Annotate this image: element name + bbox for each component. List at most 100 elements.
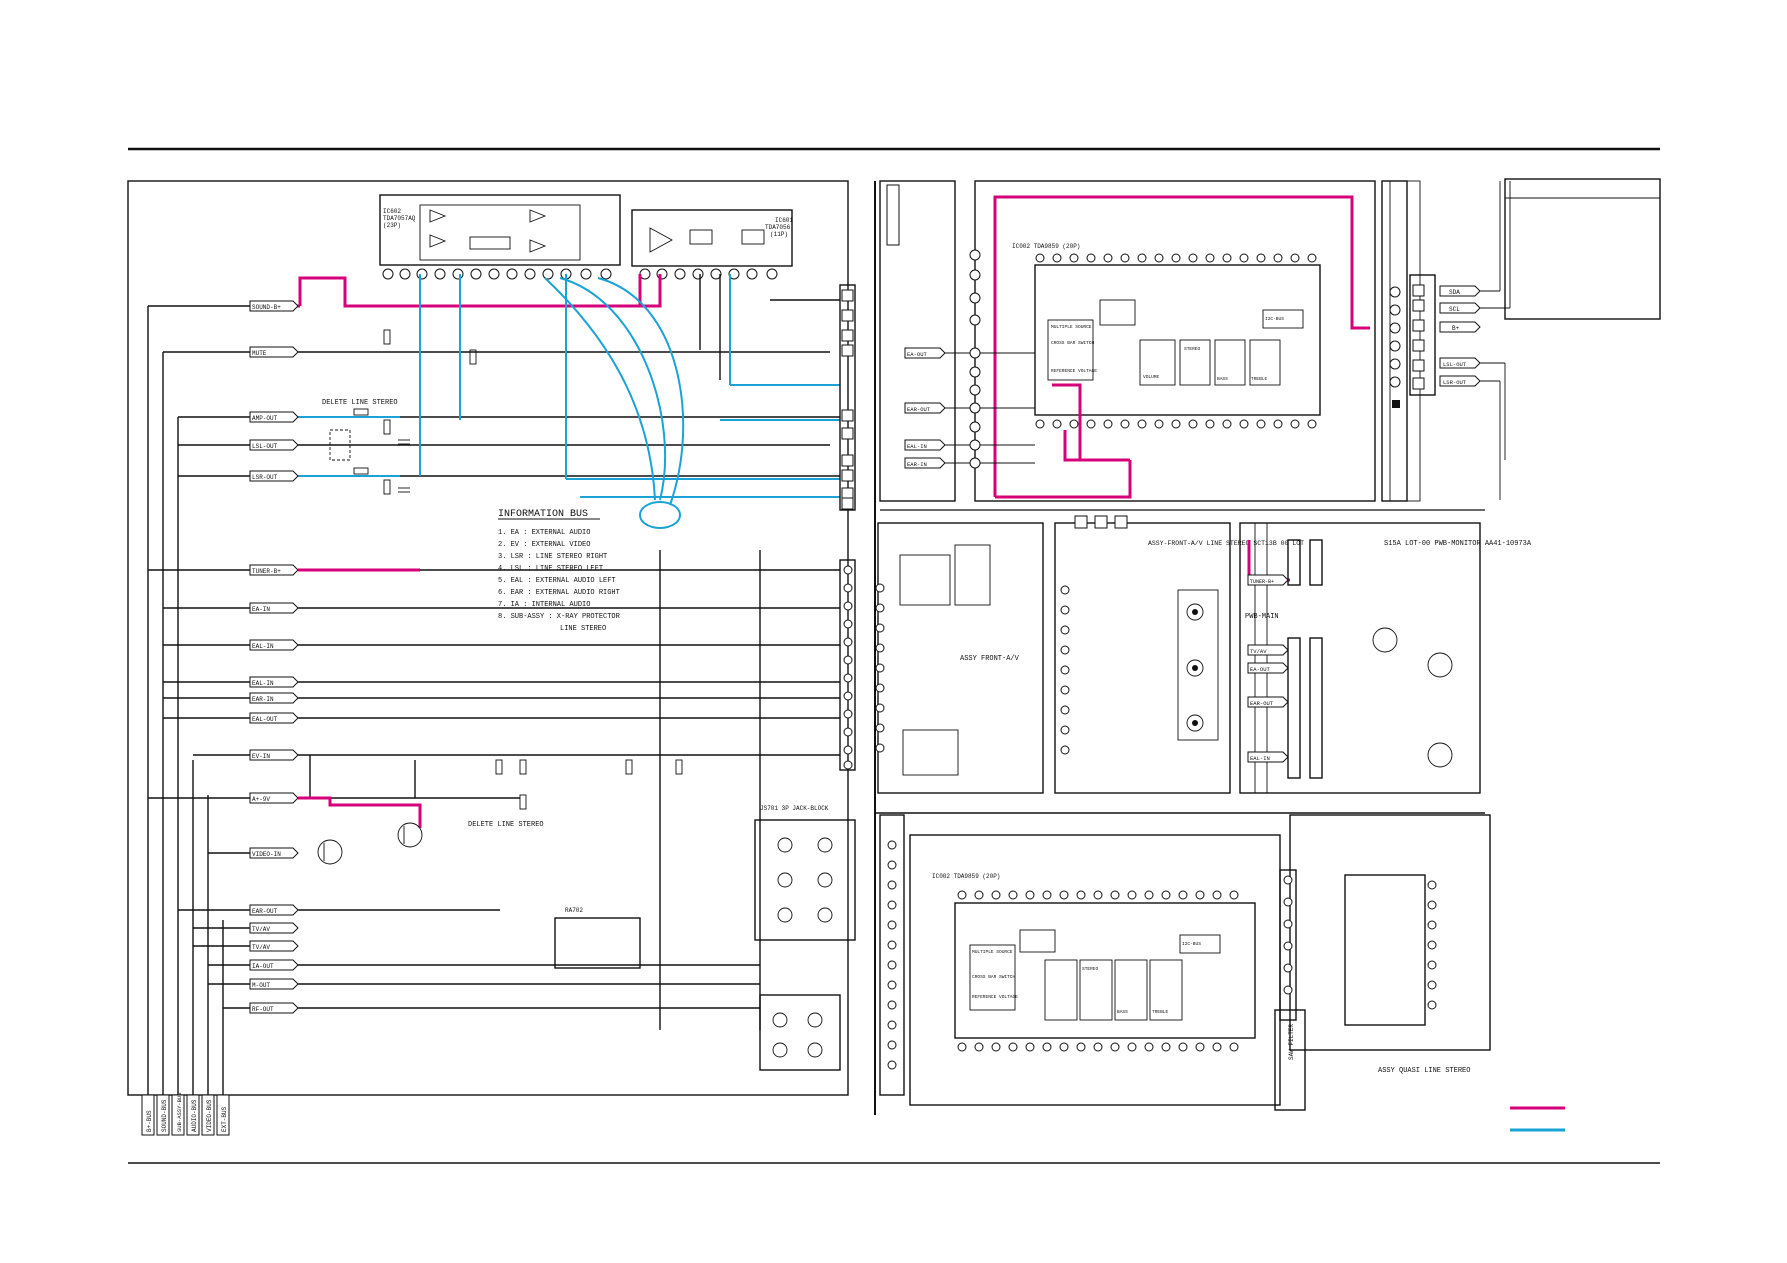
svg-text:EAL-OUT: EAL-OUT — [252, 716, 278, 723]
svg-text:EA-OUT: EA-OUT — [907, 351, 928, 358]
assy-front-av-line-stereo — [1054, 522, 1231, 794]
svg-text:JS701 3P JACK-BLOCK: JS701 3P JACK-BLOCK — [760, 805, 829, 812]
svg-text:I2C-BUS: I2C-BUS — [1182, 941, 1201, 947]
svg-text:RF-OUT: RF-OUT — [252, 1006, 274, 1013]
svg-text:VIDEO-IN: VIDEO-IN — [252, 851, 281, 858]
ic002-top-pins-upper — [1035, 253, 1317, 263]
svg-text:LSL-OUT: LSL-OUT — [252, 443, 278, 450]
svg-text:MUTE: MUTE — [252, 350, 267, 357]
svg-text:ASSY FRONT-A/V: ASSY FRONT-A/V — [960, 655, 1020, 663]
ic602-box — [379, 194, 621, 266]
main-panel-frame — [127, 180, 849, 1096]
saw-filter-box — [1274, 1009, 1306, 1111]
svg-text:LSR-OUT: LSR-OUT — [252, 474, 278, 481]
tag-sound-b: SOUND-B+ — [252, 304, 281, 311]
legend-box — [1504, 178, 1661, 320]
ic002-top-board — [974, 180, 1376, 502]
svg-text:EAR-OUT: EAR-OUT — [252, 908, 278, 915]
svg-text:EAR-OUT: EAR-OUT — [1250, 700, 1274, 707]
cn604-pins — [1412, 284, 1425, 390]
svg-text:MULTIPLE SOURCE: MULTIPLE SOURCE — [972, 949, 1013, 955]
svg-text:LSR-OUT: LSR-OUT — [1443, 379, 1467, 386]
svg-text:SUB-ASSY-BUS: SUB-ASSY-BUS — [176, 1092, 183, 1132]
cn604-connector — [1409, 274, 1436, 396]
svg-text:TREBLE: TREBLE — [1251, 376, 1268, 382]
components-left — [329, 329, 683, 810]
svg-text:7. IA : INTERNAL AUDIO: 7. IA : INTERNAL AUDIO — [498, 601, 590, 609]
front-av-ls-pins — [1060, 585, 1070, 755]
svg-text:EAL-IN: EAL-IN — [907, 443, 927, 450]
svg-text:4. LSL : LINE STEREO LEFT: 4. LSL : LINE STEREO LEFT — [498, 565, 603, 573]
svg-text:EV-IN: EV-IN — [252, 753, 270, 760]
svg-text:EXT-BUS: EXT-BUS — [221, 1106, 228, 1132]
svg-text:S15A LOT-00 PWB-MONITOR AA41-1: S15A LOT-00 PWB-MONITOR AA41-10973A — [1384, 540, 1532, 548]
connector-cn701 — [839, 559, 856, 771]
svg-text:SAW FILTER: SAW FILTER — [1288, 1024, 1295, 1060]
pwb-monitor-board — [1239, 522, 1481, 794]
svg-text:TUNER-B+: TUNER-B+ — [252, 568, 281, 575]
bottom-bus-tags: B+-BUS SOUND-BUS SUB-ASSY-BUS AUDIO-BUS … — [141, 1092, 230, 1136]
pwb-monitor-tags: TUNER-B+ TV/AV EA-OUT EAR-OUT EAL-IN — [1247, 574, 1289, 763]
ic002-top-chip — [1034, 264, 1321, 416]
svg-text:8. SUB-ASSY : X-RAY PROTECTOR: 8. SUB-ASSY : X-RAY PROTECTOR — [498, 613, 621, 621]
svg-text:TV/AV: TV/AV — [252, 944, 270, 951]
resistor-network — [554, 917, 641, 969]
svg-text:DELETE LINE STEREO: DELETE LINE STEREO — [468, 821, 544, 829]
svg-text:(23P): (23P) — [383, 222, 401, 229]
information-bus-legend: INFORMATION BUS 1. EA : EXTERNAL AUDIO 2… — [498, 509, 621, 633]
svg-text:EAL-IN: EAL-IN — [1250, 755, 1270, 762]
svg-text:TDA7057AQ: TDA7057AQ — [383, 215, 416, 222]
svg-text:A+-9V: A+-9V — [252, 796, 270, 803]
svg-text:IC002 TDA9859 (20P): IC002 TDA9859 (20P) — [1012, 243, 1080, 250]
svg-text:EA-IN: EA-IN — [252, 606, 270, 613]
svg-text:LSL-OUT: LSL-OUT — [1443, 361, 1467, 368]
svg-text:VIDEO-BUS: VIDEO-BUS — [206, 1099, 213, 1132]
ic002-bottom-chip — [954, 902, 1256, 1039]
svg-text:STEREO: STEREO — [1082, 966, 1099, 972]
cn703-pins — [887, 840, 897, 1070]
jack-block — [754, 819, 856, 941]
ic501-chip — [1344, 874, 1426, 1026]
svg-text:REFERENCE VOLTAGE: REFERENCE VOLTAGE — [1051, 368, 1097, 374]
svg-text:TDA7056: TDA7056 — [765, 224, 791, 231]
svg-text:(11P): (11P) — [770, 231, 788, 238]
svg-text:SDA: SDA — [1449, 289, 1460, 296]
svg-text:M-OUT: M-OUT — [252, 982, 270, 989]
svg-text:INFORMATION BUS: INFORMATION BUS — [498, 509, 588, 520]
delete-line-stereo: DELETE LINE STEREO — [322, 399, 398, 407]
svg-text:EA-OUT: EA-OUT — [1250, 666, 1271, 673]
assy-quasi-board — [1289, 814, 1491, 1051]
svg-text:SOUND-BUS: SOUND-BUS — [161, 1099, 168, 1132]
svg-text:BASS: BASS — [1217, 376, 1228, 382]
cn701b-pins — [1283, 875, 1293, 995]
svg-text:ASSY QUASI LINE STEREO: ASSY QUASI LINE STEREO — [1378, 1067, 1470, 1075]
out-jack-box — [759, 994, 841, 1071]
svg-text:LINE STEREO: LINE STEREO — [560, 625, 606, 633]
svg-text:PWB-MAIN: PWB-MAIN — [1245, 613, 1279, 621]
svg-text:ASSY-FRONT-A/V LINE STEREO SCT: ASSY-FRONT-A/V LINE STEREO SCT13B 00 LOT — [1148, 540, 1304, 547]
svg-text:CROSS BAR SWITCH: CROSS BAR SWITCH — [972, 974, 1016, 980]
front-av-pins — [875, 583, 885, 753]
assy-front-av — [877, 522, 1044, 794]
svg-text:TREBLE: TREBLE — [1152, 1009, 1169, 1015]
svg-text:2. EV : EXTERNAL VIDEO: 2. EV : EXTERNAL VIDEO — [498, 541, 590, 549]
connector-cn602 — [839, 284, 856, 511]
ic602-label: IC602 — [383, 208, 401, 215]
svg-text:STEREO: STEREO — [1184, 346, 1201, 352]
ic002-bottom-blocks — [969, 929, 1221, 1021]
svg-text:MULTIPLE SOURCE: MULTIPLE SOURCE — [1051, 324, 1092, 330]
svg-text:3. LSR : LINE STEREO RIGHT: 3. LSR : LINE STEREO RIGHT — [498, 553, 607, 561]
svg-text:B+-BUS: B+-BUS — [146, 1110, 153, 1132]
cn703-connector — [879, 814, 905, 1096]
svg-text:EAL-IN: EAL-IN — [252, 680, 274, 687]
svg-text:5. EAL : EXTERNAL AUDIO LEFT: 5. EAL : EXTERNAL AUDIO LEFT — [498, 577, 616, 585]
svg-text:EAL-IN: EAL-IN — [252, 643, 274, 650]
svg-text:TV/AV: TV/AV — [1250, 648, 1267, 655]
svg-text:1. EA : EXTERNAL AUDIO: 1. EA : EXTERNAL AUDIO — [498, 529, 590, 537]
svg-text:6. EAR : EXTERNAL AUDIO RIGHT: 6. EAR : EXTERNAL AUDIO RIGHT — [498, 589, 620, 597]
left-tags: SOUND-B+ MUTE AMP-OUT LSL-OUT LSR-OUT TU… — [249, 300, 299, 1014]
svg-text:AMP-OUT: AMP-OUT — [252, 415, 278, 422]
svg-text:B+: B+ — [1452, 325, 1460, 332]
svg-text:BASS: BASS — [1117, 1009, 1128, 1015]
